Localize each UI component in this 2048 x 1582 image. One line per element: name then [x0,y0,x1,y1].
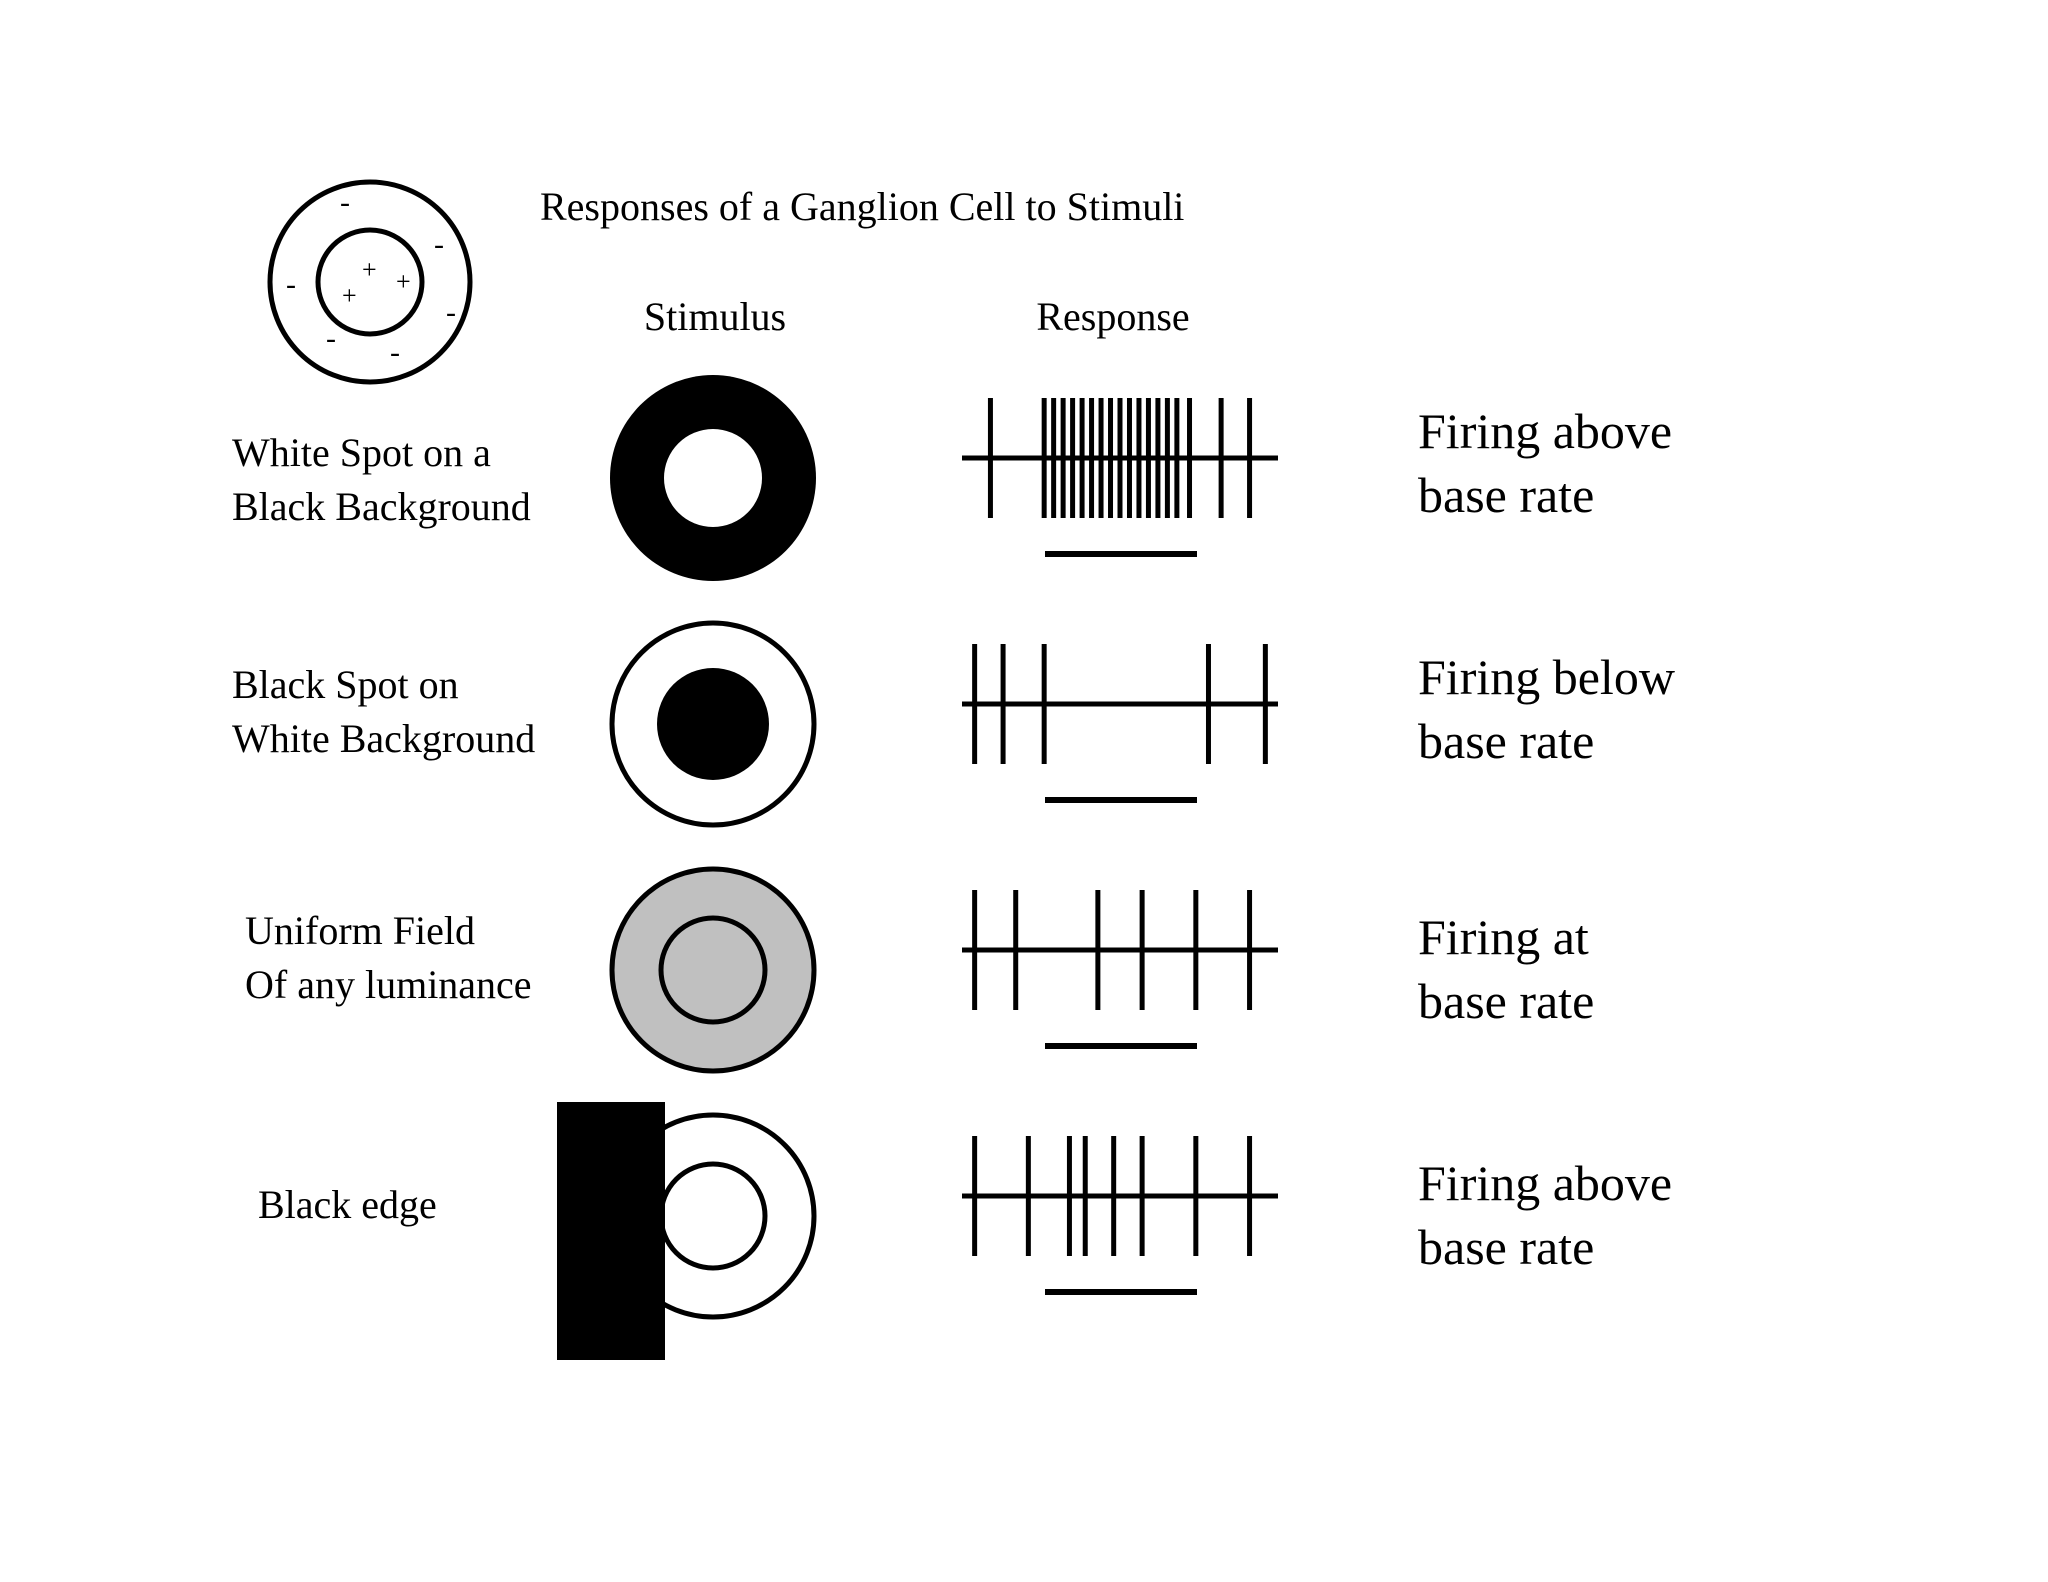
surround-sign: - [446,296,456,329]
response-result-line: Firing below [1418,649,1675,705]
stimulus-black-spot-white-background [609,620,817,828]
row-label-line: Uniform Field [245,908,475,953]
response-result-line: Firing above [1418,1155,1672,1211]
row-label-line: Black edge [258,1182,437,1227]
center-sign: + [342,281,357,310]
surround-sign: - [434,228,444,261]
response-result-line: Firing at [1418,909,1589,965]
row-uniform-field: Uniform Field Of any luminance Firing at… [245,866,1594,1074]
response-result-line: base rate [1418,1219,1594,1275]
stimulus-black-edge [557,1102,817,1360]
surround-sign: - [390,336,400,369]
row-black-edge: Black edge Firing above base rate [258,1102,1672,1360]
response-spike-train [962,644,1278,803]
row-label-line: Of any luminance [245,962,532,1007]
header-response: Response [1036,294,1189,339]
response-spike-train [962,398,1278,557]
stimulus-white-spot-black-background [610,375,816,581]
row-label-line: Black Spot on [232,662,459,707]
row-white-spot: White Spot on a Black Background Firing … [232,375,1672,581]
row-black-spot: Black Spot on White Background Firing be… [232,620,1675,828]
surround-sign: - [340,186,350,219]
center-sign: + [362,255,377,284]
row-label-line: White Spot on a [232,430,491,475]
row-label-line: Black Background [232,484,531,529]
receptive-field-icon: + + + - - - - - - [267,179,473,385]
response-result-line: base rate [1418,973,1594,1029]
surround-sign: - [286,268,296,301]
response-spike-train [962,1136,1278,1295]
surround-sign: - [326,322,336,355]
stimulus-uniform-field [609,866,817,1074]
response-spike-train [962,890,1278,1049]
response-result-line: Firing above [1418,403,1672,459]
diagram-title: Responses of a Ganglion Cell to Stimuli [540,184,1184,229]
response-result-line: base rate [1418,713,1594,769]
center-sign: + [396,267,411,296]
header-stimulus: Stimulus [644,294,786,339]
row-label-line: White Background [232,716,535,761]
response-result-line: base rate [1418,467,1594,523]
black-edge-block [557,1102,665,1360]
